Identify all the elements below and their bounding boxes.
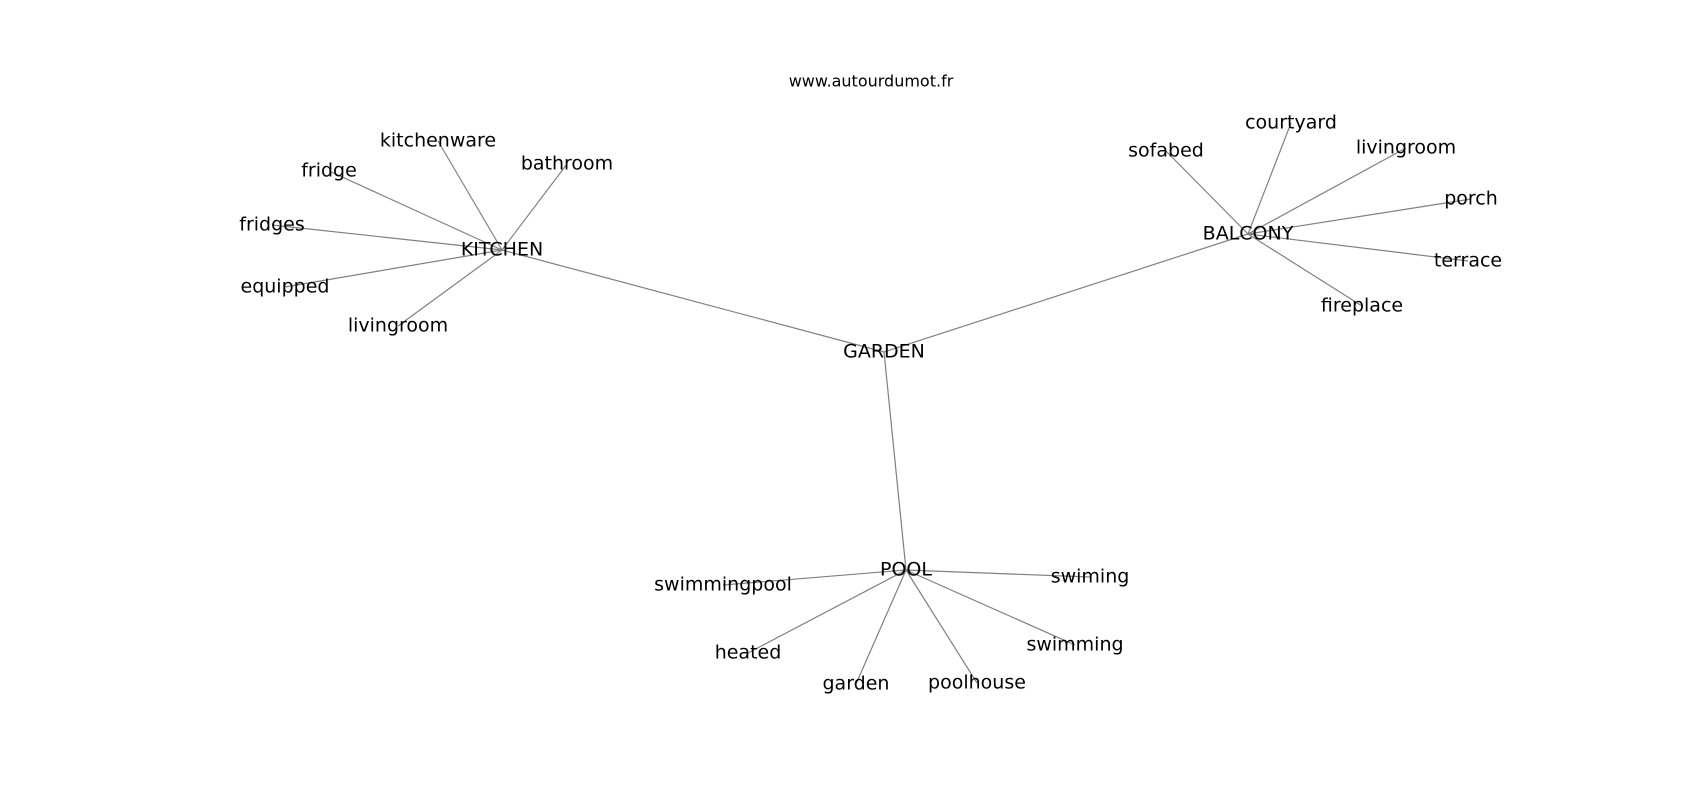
node-label-p_swiming: swiming: [1051, 566, 1130, 588]
node-label-p_heated: heated: [715, 642, 782, 664]
node-label-garden_hub: GARDEN: [843, 341, 925, 363]
node-label-b_fireplace: fireplace: [1321, 295, 1403, 317]
node-label-b_porch: porch: [1444, 188, 1498, 210]
node-label-k_bathroom: bathroom: [521, 153, 613, 175]
node-label-k_livingroom: livingroom: [348, 315, 448, 337]
node-label-p_swimmingpool: swimmingpool: [654, 574, 792, 596]
nodes-layer: GARDEN KITCHEN BALCONY POOL kitchenware fridg…: [239, 112, 1502, 695]
edges-layer: [271, 122, 1472, 685]
node-label-balcony: BALCONY: [1203, 223, 1294, 245]
node-label-kitchen: KITCHEN: [461, 239, 543, 261]
node-label-p_swimming: swimming: [1026, 634, 1123, 656]
edge-balcony-b_fireplace: [1247, 233, 1363, 307]
node-label-p_poolhouse: poolhouse: [928, 672, 1026, 694]
edge-kitchen-k_bathroom: [501, 163, 568, 251]
node-label-b_livingroom: livingroom: [1356, 137, 1456, 159]
edge-balcony-b_porch: [1247, 198, 1472, 235]
node-label-p_garden: garden: [823, 673, 890, 695]
edge-garden_hub-balcony: [883, 233, 1249, 353]
node-label-b_terrace: terrace: [1434, 250, 1502, 272]
edge-kitchen-k_livingroom: [397, 249, 503, 327]
node-label-k_fridge: fridge: [301, 160, 357, 182]
node-label-pool: POOL: [880, 559, 932, 581]
edge-pool-p_swiming: [905, 569, 1091, 578]
edge-balcony-b_livingroom: [1247, 147, 1407, 235]
edge-kitchen-k_kitchenware: [437, 140, 503, 251]
edge-pool-p_heated: [747, 569, 907, 654]
edge-pool-p_swimming: [905, 569, 1076, 646]
node-label-b_courtyard: courtyard: [1245, 112, 1337, 134]
node-label-k_equipped: equipped: [241, 276, 330, 298]
node-label-b_sofabed: sofabed: [1128, 140, 1204, 162]
node-label-k_kitchenware: kitchenware: [380, 130, 496, 152]
edge-kitchen-k_equipped: [284, 249, 503, 288]
edge-pool-p_garden: [855, 569, 907, 685]
edge-balcony-b_terrace: [1247, 233, 1469, 262]
source-watermark: www.autourdumot.fr: [789, 72, 954, 91]
edge-garden_hub-kitchen: [501, 249, 885, 353]
edge-pool-p_swimmingpool: [722, 569, 907, 586]
edge-balcony-b_courtyard: [1247, 122, 1292, 235]
node-label-k_fridges: fridges: [239, 214, 305, 236]
edge-garden_hub-pool: [883, 351, 907, 571]
edge-kitchen-k_fridges: [271, 224, 503, 251]
edge-kitchen-k_fridge: [328, 170, 503, 251]
edge-pool-p_poolhouse: [905, 569, 978, 684]
edge-balcony-b_sofabed: [1165, 150, 1249, 235]
